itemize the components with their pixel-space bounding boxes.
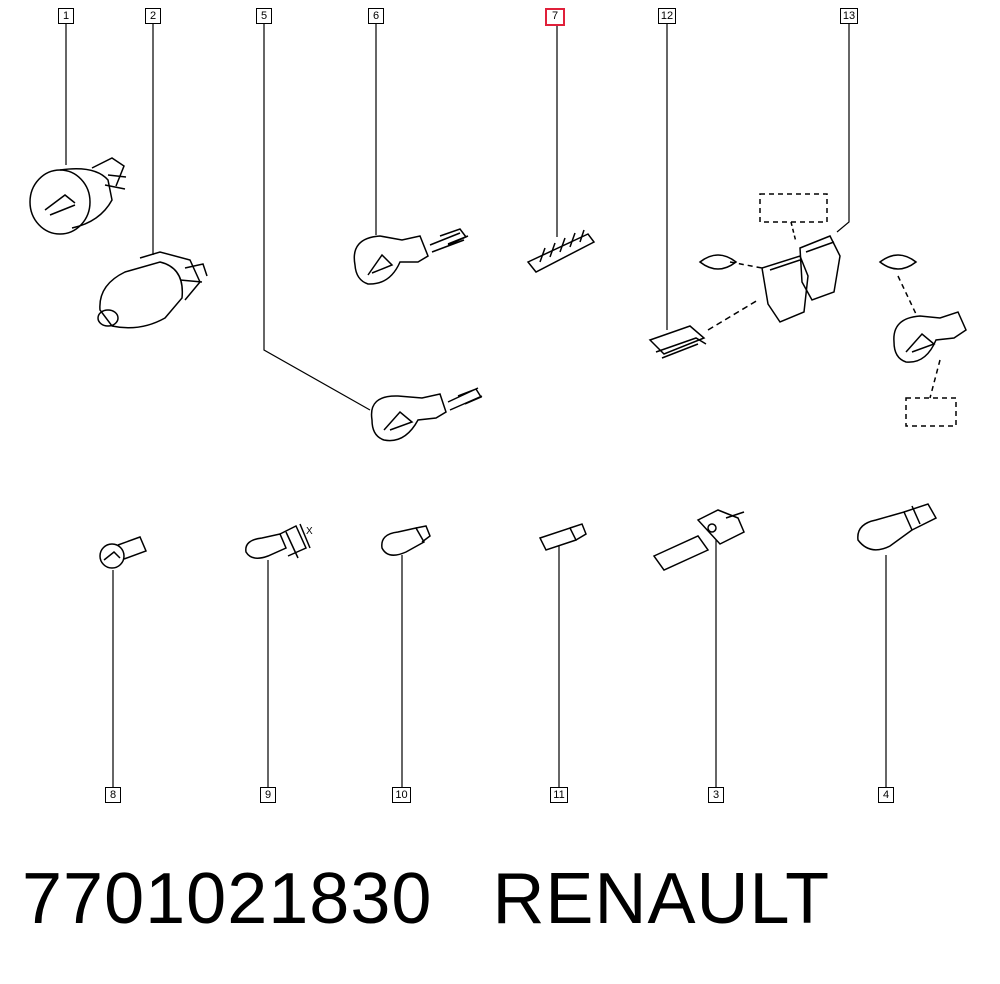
callout-9[interactable]: 9 <box>260 787 276 803</box>
part-number: 7701021830 <box>22 859 433 939</box>
bulb-right-icon <box>878 254 967 427</box>
leader-13 <box>836 24 850 233</box>
callout-8[interactable]: 8 <box>105 787 121 803</box>
bulb-1-icon <box>29 157 127 235</box>
bulb-9-icon <box>245 523 311 559</box>
callout-4[interactable]: 4 <box>878 787 894 803</box>
callout-13[interactable]: 13 <box>840 8 858 24</box>
connector-12-icon <box>648 299 759 359</box>
dimension-label: X <box>306 526 313 537</box>
bulb-10-icon <box>381 525 431 556</box>
bulb-7-icon <box>526 229 596 273</box>
bulb-8-icon <box>99 536 148 569</box>
brand-name: RENAULT <box>492 859 831 939</box>
callout-5[interactable]: 5 <box>256 8 272 24</box>
callout-11[interactable]: 11 <box>550 787 568 803</box>
bulb-6-icon <box>353 228 469 285</box>
bulb-2-icon <box>97 251 208 329</box>
callout-10[interactable]: 10 <box>392 787 411 803</box>
callout-2[interactable]: 2 <box>145 8 161 24</box>
part-footer: 7701021830 RENAULT <box>22 858 890 940</box>
leader-5 <box>263 24 371 411</box>
callout-1[interactable]: 1 <box>58 8 74 24</box>
callout-3[interactable]: 3 <box>708 787 724 803</box>
callout-6[interactable]: 6 <box>368 8 384 24</box>
bulb-4-icon <box>857 503 938 551</box>
bulb-11-icon <box>538 523 587 551</box>
bulb-3-icon <box>652 509 745 571</box>
callout-7-selected[interactable]: 7 <box>545 8 565 26</box>
connector-13-icon <box>698 193 841 323</box>
bulb-5-icon <box>370 387 483 442</box>
callout-12[interactable]: 12 <box>658 8 676 24</box>
